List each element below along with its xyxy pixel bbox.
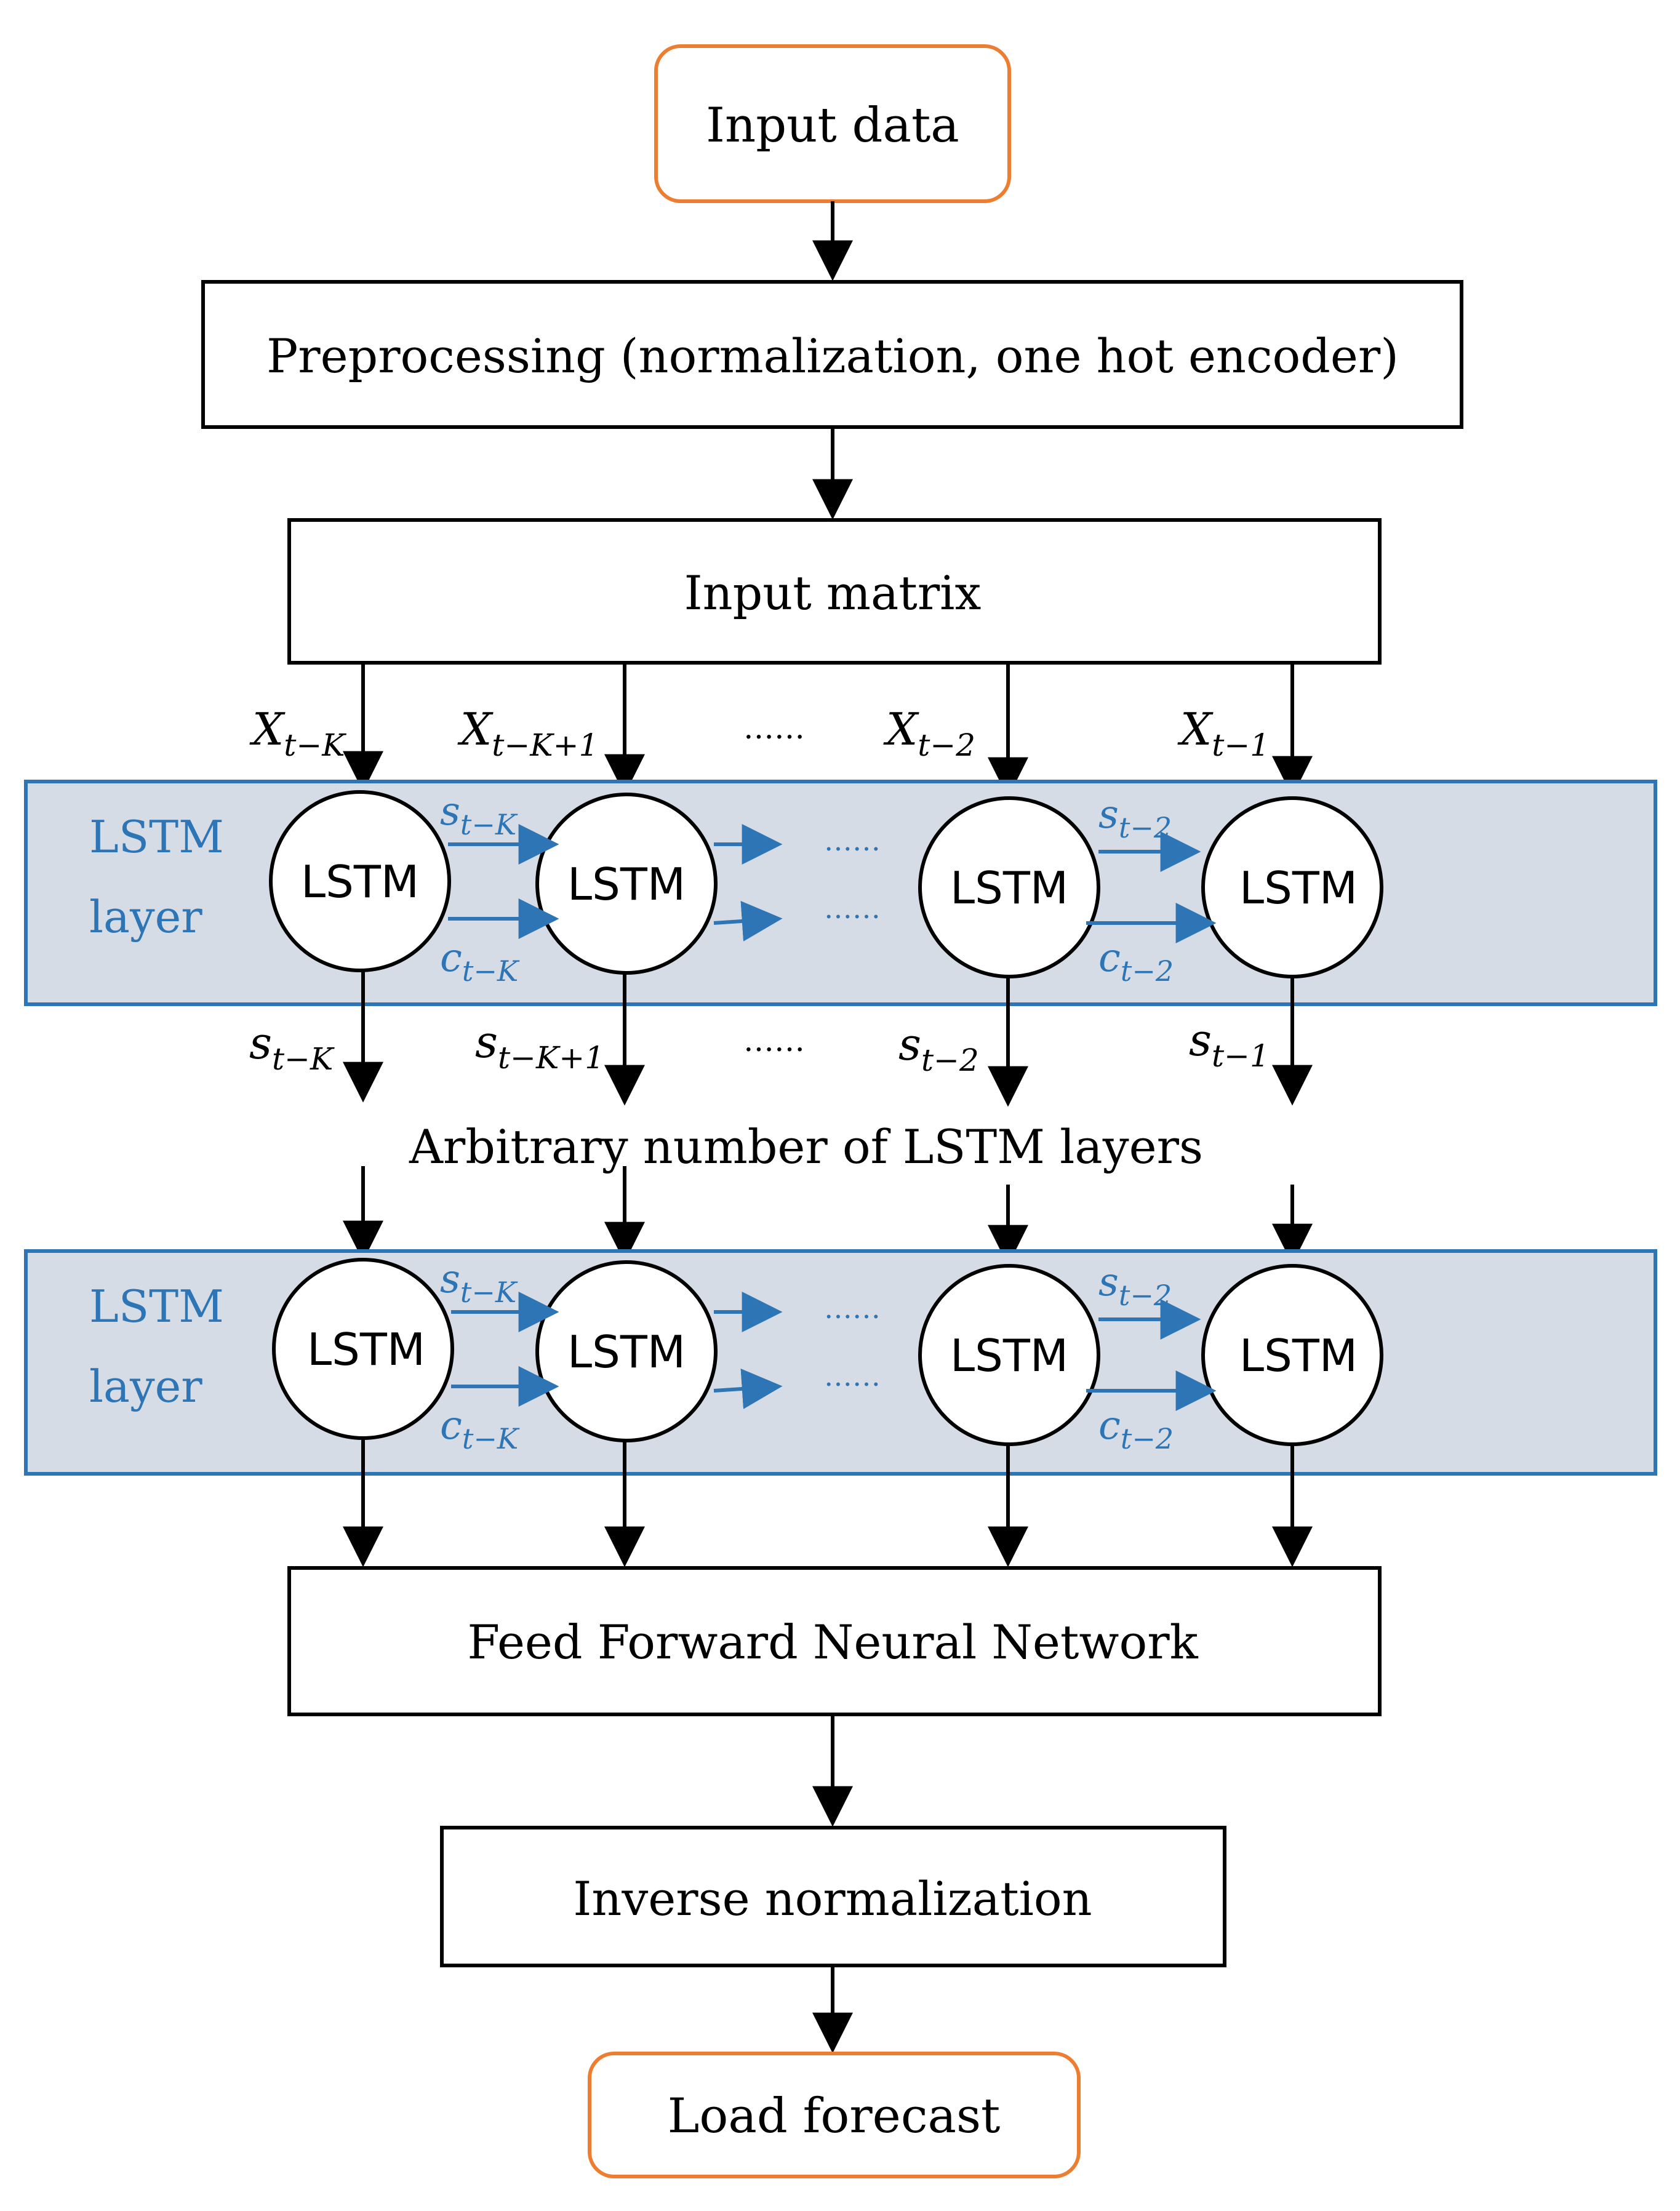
cell-state-arrow-5 [713, 1369, 783, 1409]
layer-2-c-label-first: ct−K [440, 1403, 520, 1455]
input-dots: …… [743, 710, 805, 746]
inverse-normalization-box [440, 1826, 1226, 1967]
layer-2-dots-top: …… [824, 1292, 881, 1325]
layer-2-c-label-last: ct−2 [1098, 1403, 1174, 1455]
layer-2-dots-bottom: …… [824, 1359, 881, 1393]
load-forecast-terminal [588, 2052, 1081, 2178]
lstm-layer-2-label-line2: layer [89, 1361, 202, 1412]
input-label-x2: Xt−K+1 [457, 703, 598, 763]
output-label-o3: st−2 [898, 1018, 979, 1078]
output-label-o4: st−1 [1189, 1014, 1270, 1074]
ffnn-box [287, 1566, 1382, 1716]
lstm-cell-3-label: LSTM [950, 862, 1068, 914]
input-data-label: Input data [706, 98, 959, 153]
lstm-layer-2: LSTM layer LSTM LSTM LSTM LSTM …… …… st−… [24, 1249, 1657, 1476]
arbitrary-layers-label: Arbitrary number of LSTM layers [409, 1119, 1203, 1174]
preprocessing-label: Preprocessing (normalization, one hot en… [266, 329, 1399, 383]
layer-1-s-label-last: st−2 [1098, 792, 1172, 844]
output-dots: …… [743, 1023, 805, 1058]
layer-1-c-label-last: ct−2 [1098, 935, 1174, 988]
lstm-cell-5-label: LSTM [307, 1324, 425, 1375]
lstm-layer-1-label-line1: LSTM [89, 811, 224, 863]
cell-state-arrow-2 [713, 901, 783, 942]
lstm-cell-4-label: LSTM [1239, 862, 1358, 914]
input-matrix-label: Input matrix [684, 566, 982, 620]
ffnn-label: Feed Forward Neural Network [467, 1615, 1198, 1669]
input-label-x4: Xt−1 [1177, 703, 1270, 763]
lstm-cell-8-label: LSTM [1239, 1330, 1358, 1381]
inverse-normalization-label: Inverse normalization [573, 1871, 1092, 1926]
lstm-cell-6-label: LSTM [567, 1326, 686, 1378]
lstm-layer-1-label-line2: layer [89, 891, 202, 943]
input-label-x3: Xt−2 [883, 703, 975, 763]
input-label-x1: Xt−K [249, 703, 346, 763]
lstm-cell-2-label: LSTM [567, 858, 686, 910]
layer-1-c-label-first: ct−K [440, 935, 520, 988]
output-label-o2: st−K+1 [475, 1016, 604, 1076]
output-label-o1: st−K [249, 1017, 335, 1077]
input-matrix-box [287, 518, 1382, 665]
layer-1-s-label-first: st−K [440, 789, 518, 841]
layer-1-dots-bottom: …… [824, 892, 881, 925]
layer-2-s-label-first: st−K [440, 1257, 518, 1309]
preprocessing-box [201, 280, 1463, 429]
lstm-cell-7-label: LSTM [950, 1330, 1068, 1381]
lstm-cell-1 [269, 790, 451, 972]
lstm-layer-1: LSTM layer LSTM LSTM LSTM LSTM …… …… st−… [24, 780, 1657, 1006]
lstm-layer-2-label-line1: LSTM [89, 1281, 224, 1332]
load-forecast-label: Load forecast [668, 2089, 1001, 2144]
lstm-cell-1-label: LSTM [301, 856, 419, 908]
layer-2-s-label-last: st−2 [1098, 1260, 1172, 1312]
layer-1-dots-top: …… [824, 824, 881, 857]
